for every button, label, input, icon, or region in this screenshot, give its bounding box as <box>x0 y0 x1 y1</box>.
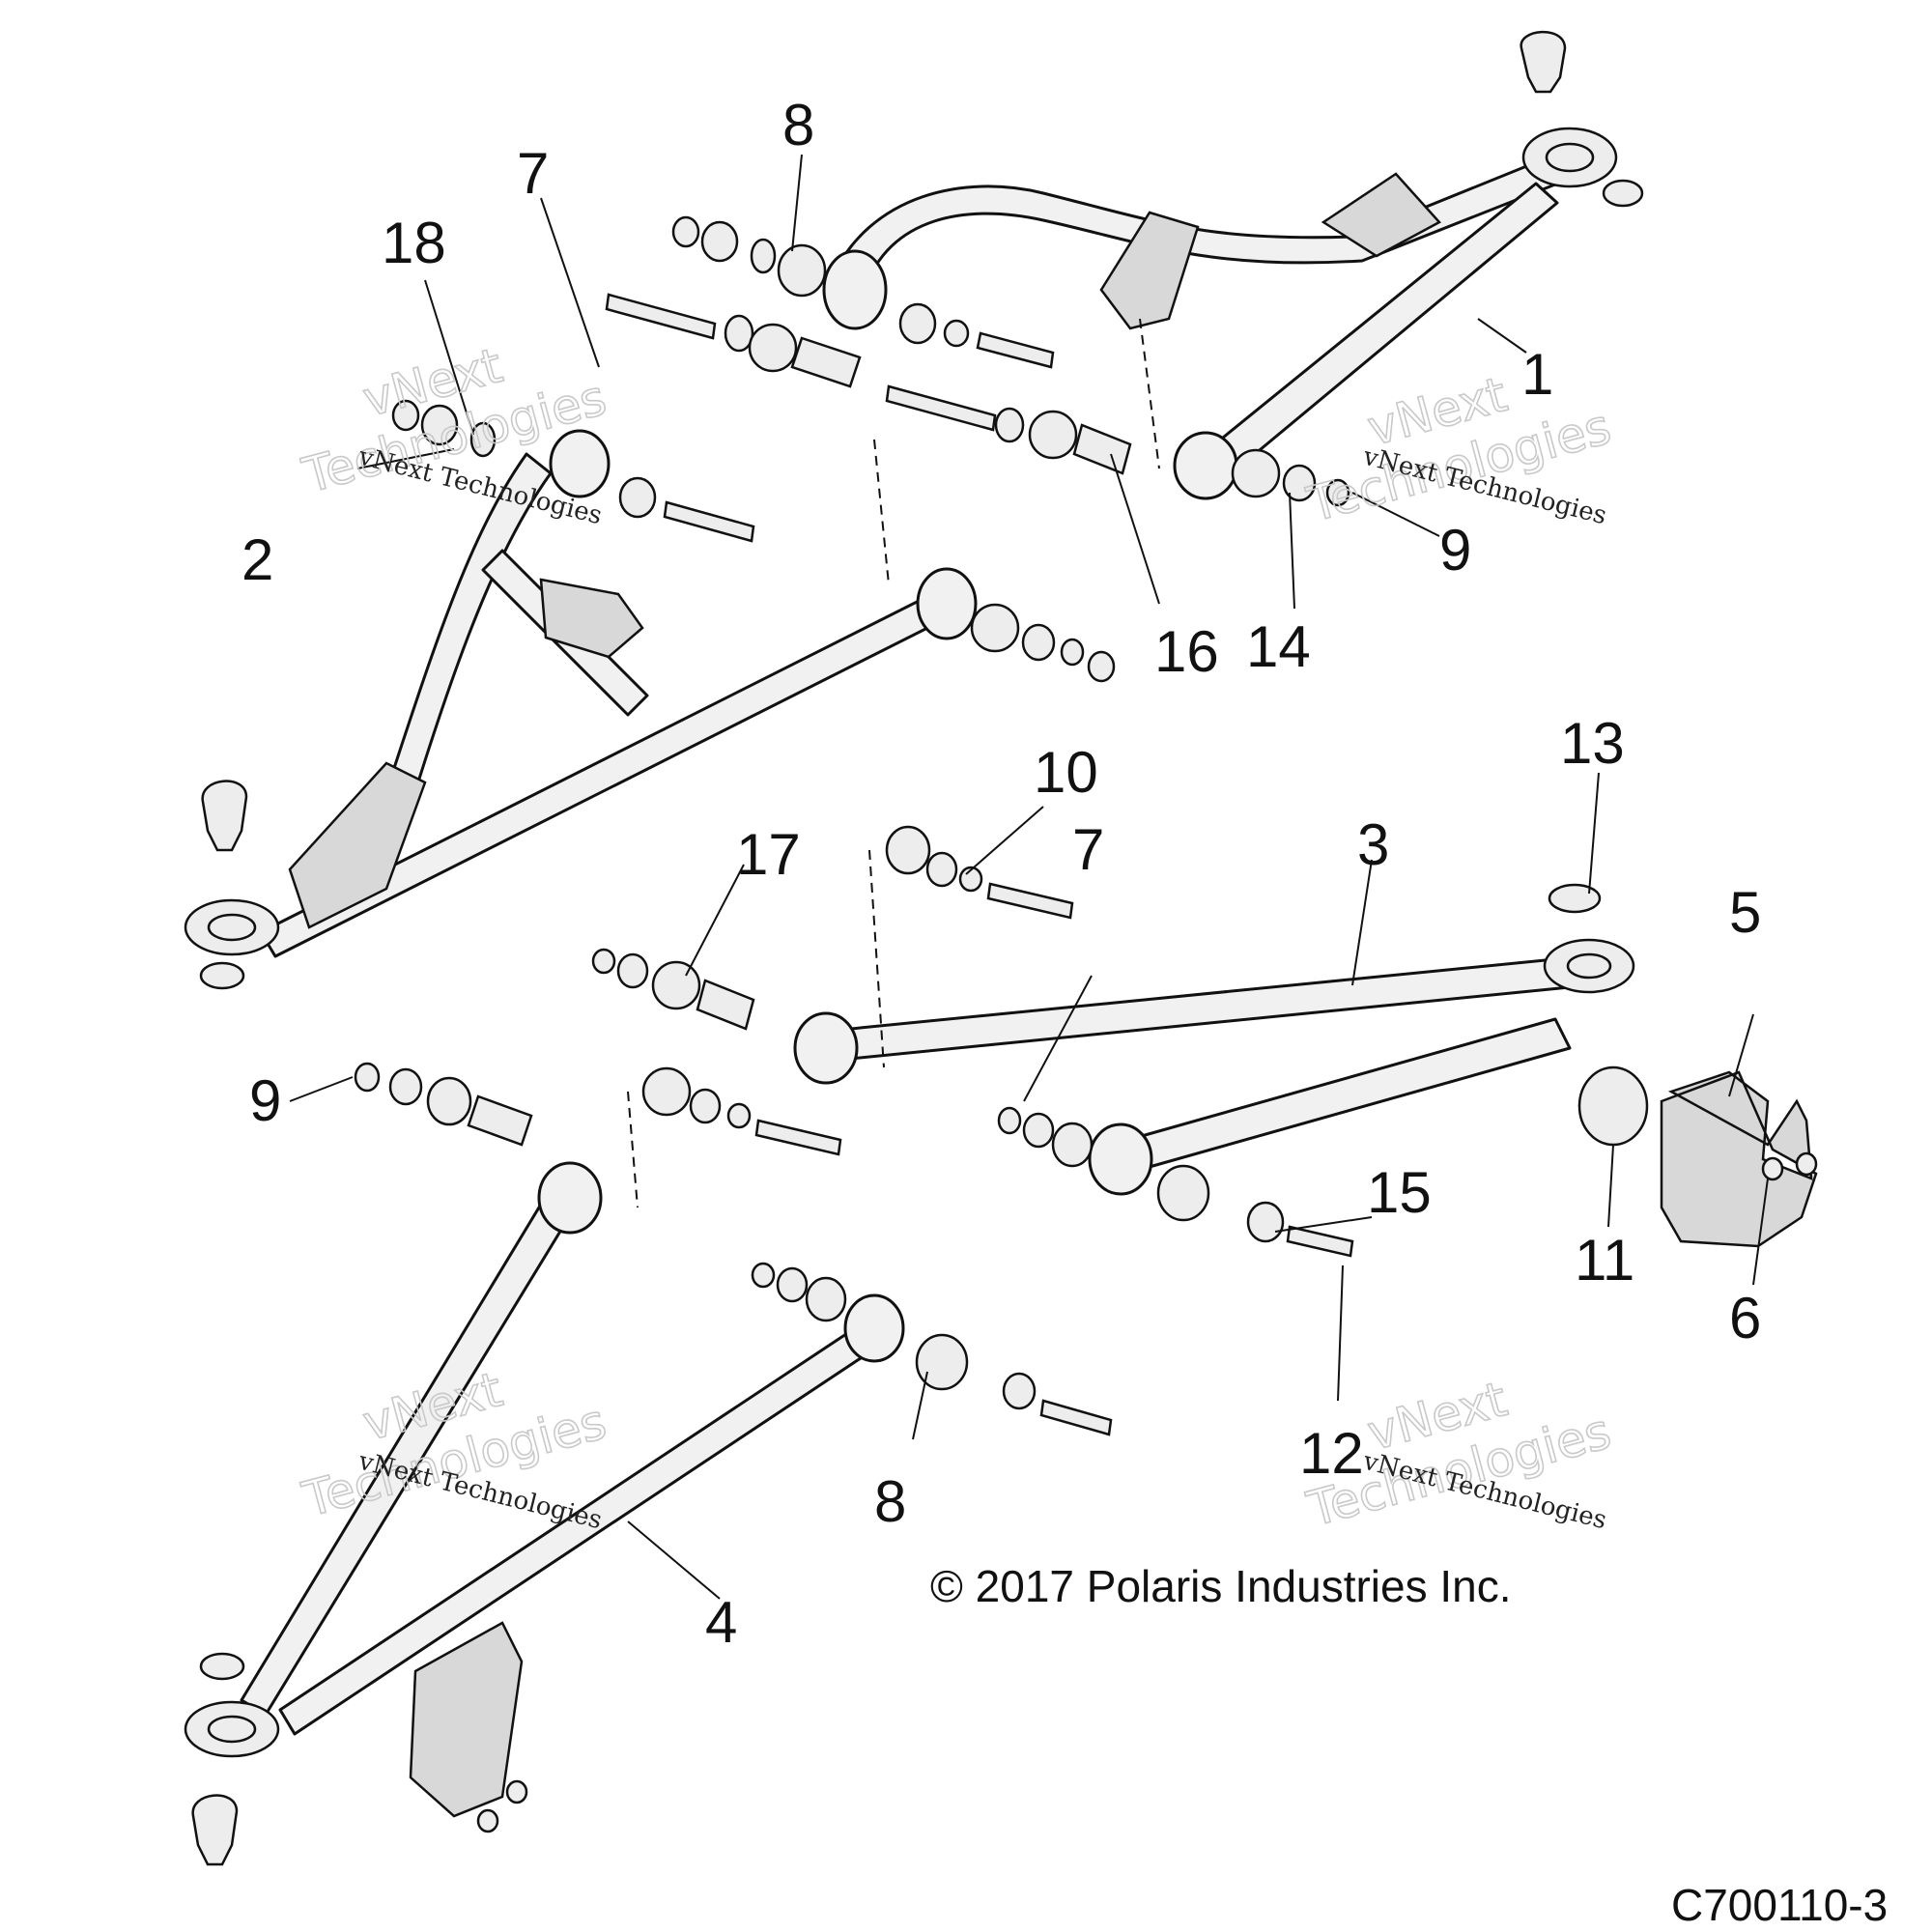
callout-4: 4 <box>705 1590 737 1655</box>
callout-18: 18 <box>382 211 446 275</box>
callout-15: 15 <box>1367 1160 1432 1225</box>
control-arm-2 <box>184 429 978 990</box>
callout-2: 2 <box>242 527 273 592</box>
leader-lines <box>289 154 1769 1600</box>
callout-8-lower: 8 <box>874 1469 906 1534</box>
callout-5: 5 <box>1729 880 1761 945</box>
callout-12: 12 <box>1299 1421 1364 1486</box>
alignment-lines <box>627 318 1160 1208</box>
callout-6: 6 <box>1729 1286 1761 1350</box>
callout-7-upper: 7 <box>517 141 549 206</box>
callout-9-right: 9 <box>1439 518 1471 582</box>
ball-joint-11 <box>1577 1065 1649 1147</box>
control-arm-1 <box>822 30 1644 500</box>
callout-11: 11 <box>1575 1228 1634 1293</box>
callout-14: 14 <box>1246 614 1311 679</box>
figure-id: C700110-3 <box>1671 1880 1888 1930</box>
callout-1: 1 <box>1521 342 1553 407</box>
skid-plate-5 <box>1660 1070 1818 1248</box>
control-arm-3 <box>793 883 1635 1196</box>
callout-7-lower: 7 <box>1072 817 1104 882</box>
callout-9-left: 9 <box>249 1068 281 1133</box>
callout-10: 10 <box>1034 740 1098 805</box>
copyright-notice: © 2017 Polaris Industries Inc. <box>930 1561 1512 1611</box>
callout-3: 3 <box>1357 812 1389 877</box>
control-arm-4 <box>184 1161 905 1866</box>
callout-16: 16 <box>1154 619 1219 684</box>
callout-17: 17 <box>736 822 801 887</box>
callout-8-upper: 8 <box>782 93 814 157</box>
callout-13: 13 <box>1560 711 1625 776</box>
callout-labels: 1 2 3 4 5 6 7 7 8 8 9 9 10 11 12 13 14 1… <box>242 93 1761 1655</box>
hardware <box>354 215 1818 1833</box>
